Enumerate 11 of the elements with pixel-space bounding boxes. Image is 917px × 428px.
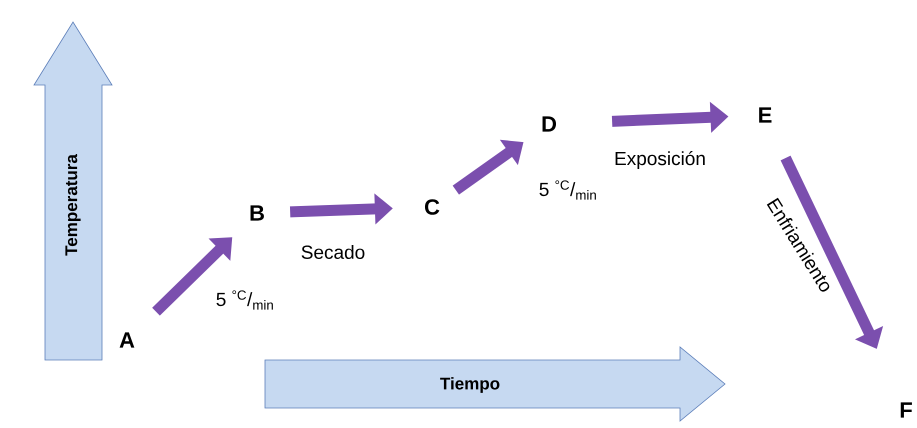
point-letter: F: [900, 402, 912, 418]
point-letter: D: [542, 116, 556, 132]
edge-label: Exposición: [616, 151, 705, 169]
point-letter: A: [120, 332, 134, 348]
block-arrow: [152, 237, 232, 316]
point-letter: E: [759, 107, 772, 123]
point-letter: C: [424, 199, 440, 215]
point-letter: B: [250, 205, 264, 221]
edge-label: Secado: [302, 245, 364, 259]
edge-label: 5 $^{°C}$/$_{min}$: [540, 180, 596, 200]
edge-label: 5 $^{°C}$/$_{min}$: [216, 290, 273, 310]
